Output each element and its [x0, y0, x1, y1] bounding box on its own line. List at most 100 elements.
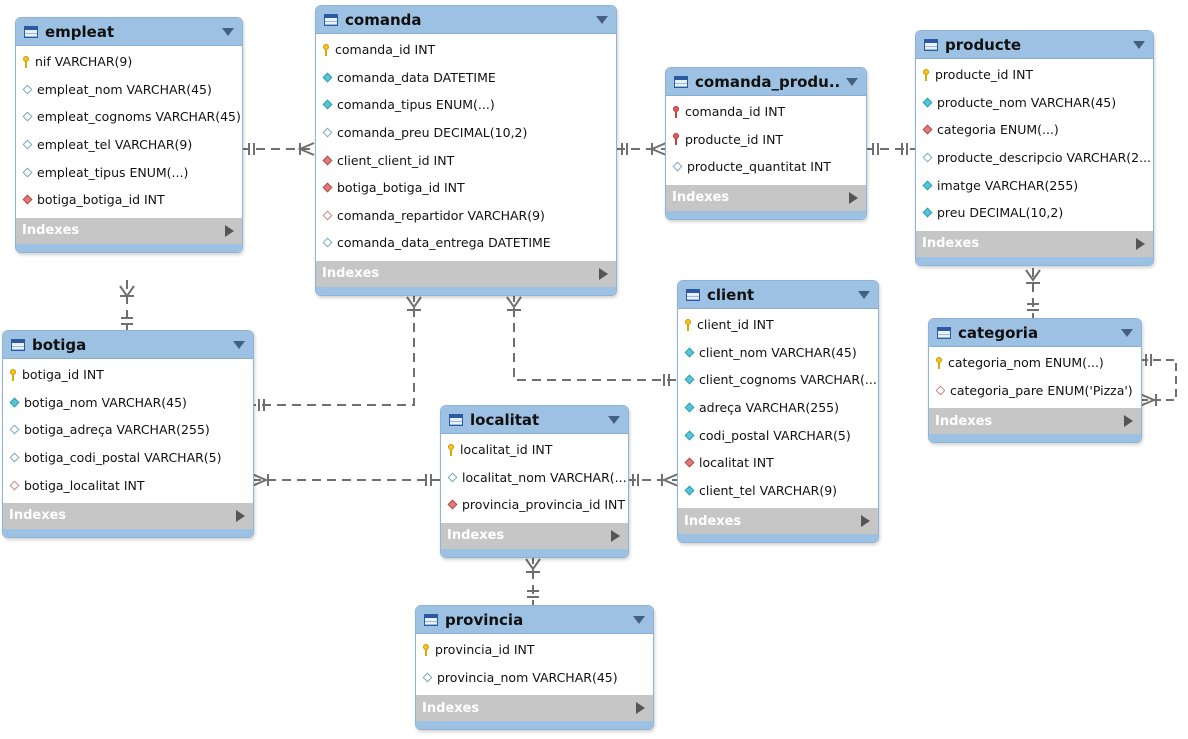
column-row[interactable]: imatge VARCHAR(255) [916, 171, 1153, 199]
column-row[interactable]: empleat_nom VARCHAR(45) [16, 76, 242, 104]
expand-arrow-icon[interactable] [599, 267, 608, 280]
collapse-arrow-icon[interactable] [633, 615, 645, 624]
column-row[interactable]: empleat_cognoms VARCHAR(45) [16, 103, 242, 131]
column-row[interactable]: botiga_botiga_id INT [316, 174, 616, 202]
column-row[interactable]: botiga_id INT [3, 361, 253, 389]
column-row[interactable]: comanda_id INT [316, 36, 616, 64]
indexes-section[interactable]: Indexes [678, 508, 878, 535]
column-row[interactable]: comanda_id INT [666, 98, 866, 126]
column-row[interactable]: client_nom VARCHAR(45) [678, 339, 878, 367]
table-header[interactable]: comanda_produ... [666, 68, 866, 96]
indexes-section[interactable]: Indexes [416, 695, 653, 722]
nullable-column-icon [9, 425, 20, 435]
column-row[interactable]: botiga_botiga_id INT [16, 186, 242, 214]
column-row[interactable]: botiga_codi_postal VARCHAR(5) [3, 444, 253, 472]
column-label: comanda_data DATETIME [337, 69, 496, 85]
collapse-arrow-icon[interactable] [608, 415, 620, 424]
column-row[interactable]: localitat INT [678, 449, 878, 477]
indexes-section[interactable]: Indexes [3, 502, 253, 529]
indexes-section[interactable]: Indexes [441, 522, 628, 549]
column-row[interactable]: categoria_pare ENUM('Pizza') [929, 377, 1141, 405]
column-row[interactable]: producte_quantitat INT [666, 153, 866, 181]
column-row[interactable]: comanda_preu DECIMAL(10,2) [316, 119, 616, 147]
expand-arrow-icon[interactable] [849, 191, 858, 204]
column-row[interactable]: producte_nom VARCHAR(45) [916, 89, 1153, 117]
table-icon [424, 613, 438, 626]
table-header[interactable]: provincia [416, 606, 653, 634]
column-row[interactable]: codi_postal VARCHAR(5) [678, 421, 878, 449]
expand-arrow-icon[interactable] [1124, 415, 1133, 428]
table-header[interactable]: client [678, 281, 878, 309]
column-row[interactable]: comanda_data_entrega DATETIME [316, 229, 616, 257]
column-row[interactable]: comanda_data DATETIME [316, 64, 616, 92]
collapse-arrow-icon[interactable] [596, 15, 608, 24]
indexes-section[interactable]: Indexes [666, 184, 866, 211]
expand-arrow-icon[interactable] [1136, 237, 1145, 250]
column-row[interactable]: client_client_id INT [316, 146, 616, 174]
table-header[interactable]: localitat [441, 406, 628, 434]
column-row[interactable]: adreça VARCHAR(255) [678, 394, 878, 422]
column-row[interactable]: empleat_tipus ENUM(...) [16, 158, 242, 186]
indexes-section[interactable]: Indexes [916, 230, 1153, 257]
column-row[interactable]: botiga_localitat INT [3, 471, 253, 499]
table-header[interactable]: botiga [3, 331, 253, 359]
column-row[interactable]: preu DECIMAL(10,2) [916, 199, 1153, 227]
not-null-column-icon [922, 97, 933, 108]
column-row[interactable]: producte_id INT [916, 61, 1153, 89]
nullable-column-icon [22, 112, 33, 122]
table-name: empleat [45, 22, 115, 41]
column-row[interactable]: categoria ENUM(...) [916, 116, 1153, 144]
expand-arrow-icon[interactable] [225, 224, 234, 237]
collapse-arrow-icon[interactable] [222, 27, 234, 36]
collapse-arrow-icon[interactable] [846, 77, 858, 86]
table-header[interactable]: comanda [316, 6, 616, 34]
expand-arrow-icon[interactable] [611, 529, 620, 542]
table-header[interactable]: empleat [16, 18, 242, 46]
table-header[interactable]: producte [916, 31, 1153, 59]
column-row[interactable]: localitat_id INT [441, 436, 628, 464]
table-empleat[interactable]: empleat nif VARCHAR(9)empleat_nom VARCHAR… [15, 17, 243, 253]
column-row[interactable]: producte_descripcio VARCHAR(2... [916, 144, 1153, 172]
column-label: localitat INT [699, 455, 774, 471]
table-header[interactable]: categoria [929, 319, 1141, 347]
expand-arrow-icon[interactable] [861, 515, 870, 528]
table-footer [3, 528, 253, 537]
column-row[interactable]: comanda_tipus ENUM(...) [316, 91, 616, 119]
column-row[interactable]: comanda_repartidor VARCHAR(9) [316, 202, 616, 230]
expand-arrow-icon[interactable] [636, 702, 645, 715]
column-row[interactable]: empleat_tel VARCHAR(9) [16, 131, 242, 159]
column-row[interactable]: nif VARCHAR(9) [16, 48, 242, 76]
table-name: client [707, 285, 755, 304]
column-row[interactable]: client_cognoms VARCHAR(... [678, 366, 878, 394]
column-row[interactable]: provincia_nom VARCHAR(45) [416, 664, 653, 692]
indexes-section[interactable]: Indexes [929, 408, 1141, 435]
collapse-arrow-icon[interactable] [1133, 40, 1145, 49]
column-row[interactable]: localitat_nom VARCHAR(... [441, 464, 628, 492]
column-row[interactable]: provincia_provincia_id INT [441, 491, 628, 519]
indexes-section[interactable]: Indexes [316, 260, 616, 287]
table-icon [937, 326, 951, 339]
column-label: client_cognoms VARCHAR(... [699, 372, 877, 388]
collapse-arrow-icon[interactable] [1121, 328, 1133, 337]
indexes-section[interactable]: Indexes [16, 217, 242, 244]
collapse-arrow-icon[interactable] [233, 340, 245, 349]
column-label: botiga_botiga_id INT [337, 180, 465, 196]
column-row[interactable]: provincia_id INT [416, 636, 653, 664]
column-row[interactable]: categoria_nom ENUM(...) [929, 349, 1141, 377]
column-row[interactable]: botiga_nom VARCHAR(45) [3, 389, 253, 417]
collapse-arrow-icon[interactable] [858, 290, 870, 299]
expand-arrow-icon[interactable] [236, 509, 245, 522]
column-row[interactable]: client_id INT [678, 311, 878, 339]
column-row[interactable]: botiga_adreça VARCHAR(255) [3, 416, 253, 444]
column-row[interactable]: producte_id INT [666, 126, 866, 154]
column-row[interactable]: client_tel VARCHAR(9) [678, 477, 878, 505]
